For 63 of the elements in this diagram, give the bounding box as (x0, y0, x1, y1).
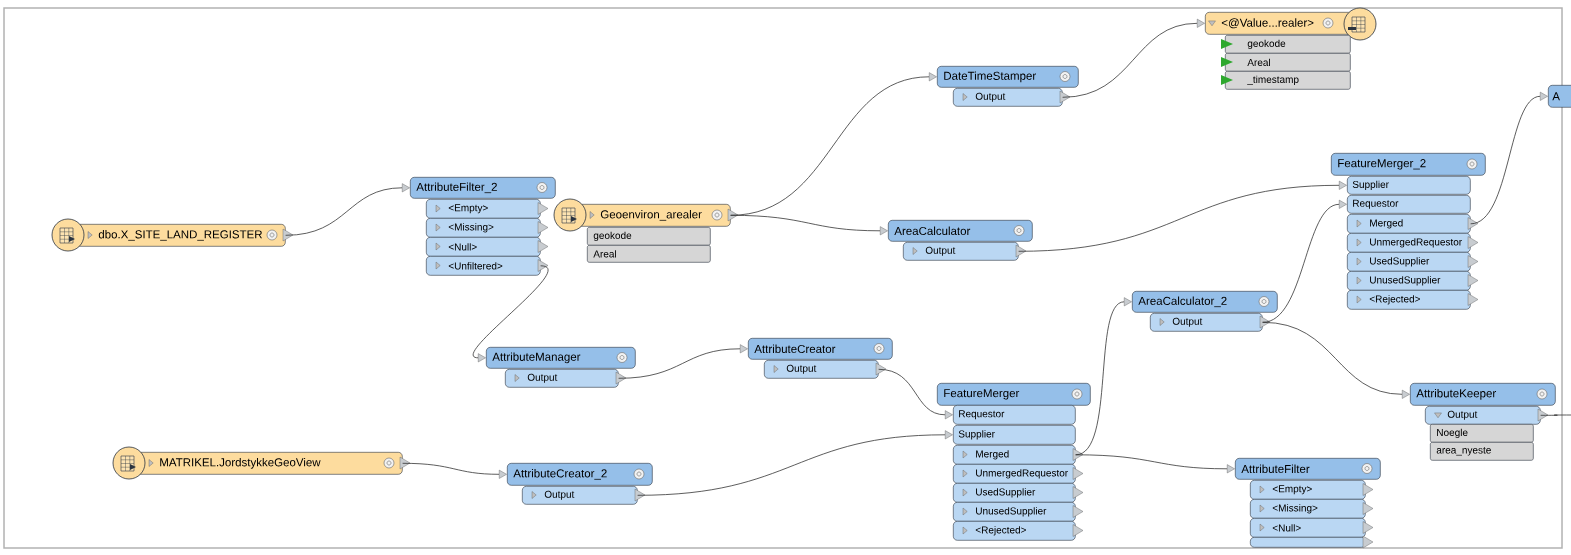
port-box: Merged (1347, 214, 1479, 234)
transformer-box: AttributeFilter_2 (410, 177, 556, 199)
port-box: Merged (953, 445, 1084, 465)
attribute-row: _timestamp (1221, 71, 1351, 90)
port-box: UsedSupplier (1347, 252, 1479, 272)
port-box: <Empty> (1250, 480, 1374, 500)
connector-arrow (637, 430, 953, 496)
transformer-box: AttributeCreator (748, 338, 893, 360)
transformer-box: DateTimeStamper (937, 66, 1079, 88)
port-box: Output (1150, 313, 1271, 332)
port-box: <Empty> (426, 199, 549, 219)
port-box: UnusedSupplier (1347, 271, 1479, 291)
port-box: Supplier (1347, 176, 1471, 195)
port-box (1250, 535, 1374, 549)
connector-arrow (1470, 91, 1548, 225)
port-box: UnmergedRequestor (1347, 233, 1479, 253)
connector-arrow (402, 462, 507, 479)
attribute-row: Areal (587, 245, 711, 263)
port-box: Output (505, 369, 627, 388)
connector-arrow (1018, 180, 1347, 252)
connector-arrow (1262, 199, 1347, 323)
attribute-row: Areal (1221, 53, 1351, 72)
transformer-box: AttributeCreator_2 (507, 463, 653, 486)
transformer-box: AreaCalculator (888, 220, 1033, 242)
port-box: UnusedSupplier (953, 502, 1084, 522)
transformer-box: A (1548, 85, 1571, 108)
port-box: <Rejected> (953, 521, 1084, 541)
port-box: <Missing> (1250, 499, 1374, 519)
transformer-box: FeatureMerger_2 (1331, 153, 1486, 176)
port-box: <Null> (1250, 518, 1374, 538)
connector-arrow (730, 214, 888, 236)
attribute-row: geokode (1221, 35, 1351, 54)
transformer-box: AttributeFilter (1235, 458, 1381, 480)
port-box: Output (1425, 406, 1549, 425)
connector-arrow (1262, 321, 1410, 399)
connector-arrow (1062, 18, 1205, 98)
port-box: <Unfiltered> (426, 256, 549, 276)
port-box: Output (522, 486, 646, 505)
port-box: <Missing> (426, 218, 549, 238)
connector-arrow (878, 368, 953, 420)
port-box: Supplier (953, 425, 1076, 445)
port-box: <Rejected> (1347, 290, 1479, 310)
connector-arrow (1075, 454, 1235, 474)
transformer-box: AttributeKeeper (1410, 383, 1556, 406)
port-box: Requestor (1347, 195, 1471, 214)
reader-box: dbo.X_SITE_LAND_REGISTER (68, 224, 294, 247)
attribute-row: area_nyeste (1430, 442, 1534, 461)
attribute-row: Noegle (1430, 424, 1534, 443)
port-box: Output (953, 88, 1071, 107)
connector-arrow (472, 265, 549, 363)
port-box: Output (764, 360, 887, 379)
transformer-box: AreaCalculator_2 (1132, 291, 1278, 313)
port-box: <Null> (426, 237, 549, 257)
connector-arrow (618, 344, 748, 379)
port-box: UnmergedRequestor (953, 464, 1084, 484)
transformer-box: AttributeManager (486, 347, 636, 369)
port-box: Output (903, 242, 1027, 261)
connector-arrow (285, 183, 410, 236)
port-box: Requestor (953, 405, 1076, 425)
attribute-row: geokode (587, 227, 711, 246)
reader-box: MATRIKEL.JordstykkeGeoView (129, 452, 411, 475)
transformer-box: FeatureMerger (937, 383, 1091, 406)
port-box: UsedSupplier (953, 483, 1084, 503)
